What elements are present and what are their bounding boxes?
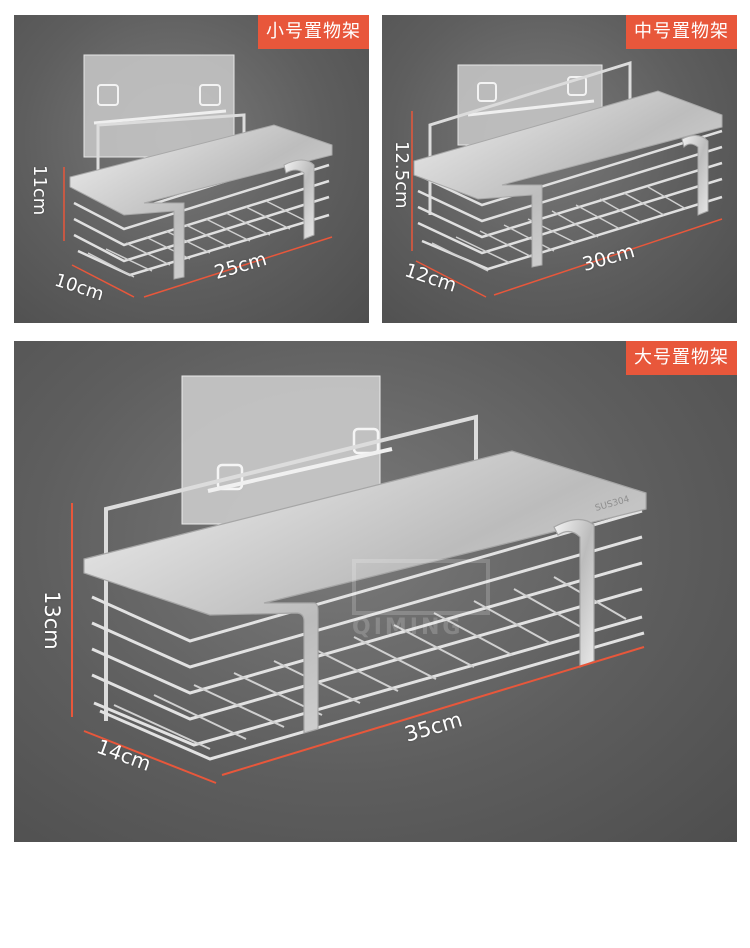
small-rack-illustration (63, 54, 333, 298)
height-label: 13cm (40, 591, 64, 650)
dimension-lines (63, 167, 333, 298)
size-tag-small: 小号置物架 (258, 15, 369, 49)
basket-base-grid (431, 186, 687, 272)
watermark-logo: QIMING (352, 559, 492, 655)
watermark-text: QIMING (352, 615, 464, 640)
dimension-lines (411, 111, 723, 298)
basket-base-grid (99, 576, 645, 761)
height-label: 12.5cm (391, 141, 412, 209)
medium-rack-illustration (411, 60, 723, 298)
small-rack-panel: 小号置物架 11cm 10cm 25cm (14, 15, 369, 323)
size-tag-medium: 中号置物架 (626, 15, 737, 49)
size-tag-large: 大号置物架 (626, 341, 737, 375)
large-rack-illustration: SUS304 (71, 375, 647, 784)
medium-rack-panel: 中号置物架 12.5cm 12cm 30cm (382, 15, 737, 323)
dimension-lines (71, 503, 645, 784)
watermark-logo-mark (352, 559, 490, 615)
height-label: 11cm (29, 165, 50, 216)
large-rack-panel: SUS304 大号置物架 13cm 14cm 35cm QIMING (14, 341, 737, 842)
basket-wires (91, 509, 643, 747)
adhesive-hook-plate (83, 54, 235, 158)
basket-base-grid (87, 200, 311, 278)
